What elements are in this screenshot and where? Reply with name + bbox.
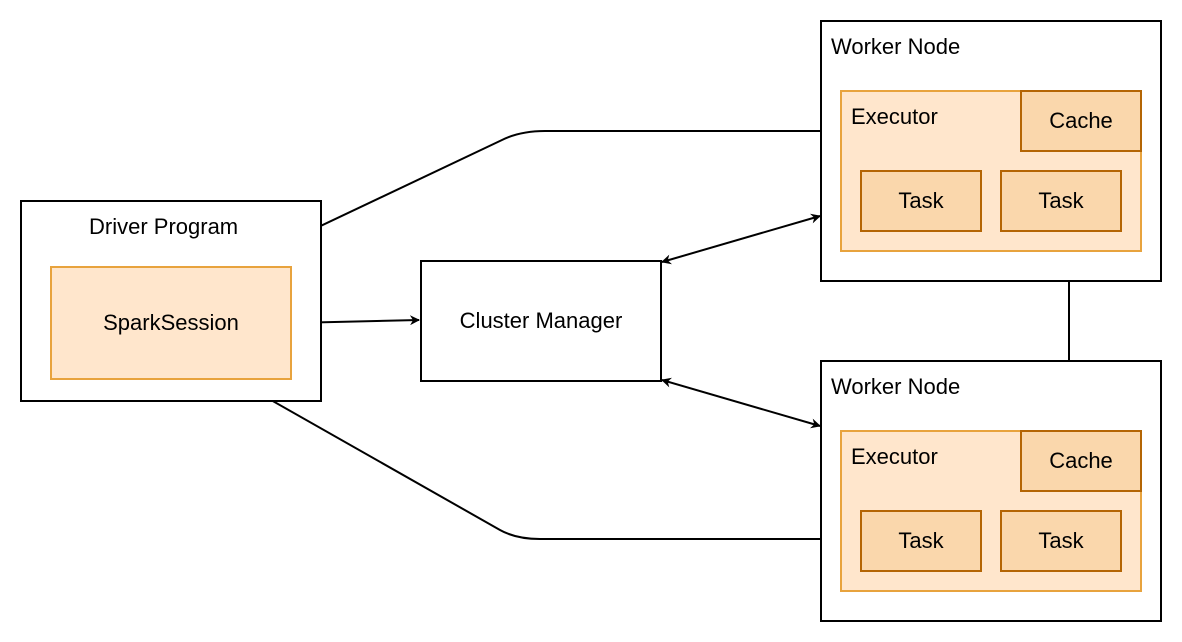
executor-2-label: Executor (851, 444, 938, 469)
arrow-session-worker1 (233, 126, 840, 268)
task-1b-label: Task (1038, 188, 1084, 213)
task-1a-box: Task (860, 170, 982, 232)
worker-node-1-title: Worker Node (831, 34, 961, 59)
task-2b-box: Task (1000, 510, 1122, 572)
cluster-manager-box: Cluster Manager (420, 260, 662, 382)
arrow-cluster-manager-worker1 (661, 213, 821, 265)
cache-1-label: Cache (1049, 108, 1113, 133)
task-1b-box: Task (1000, 170, 1122, 232)
task-1a-label: Task (898, 188, 944, 213)
cache-2-box: Cache (1020, 430, 1142, 492)
task-2b-label: Task (1038, 528, 1084, 553)
arrow-session-worker2 (233, 378, 840, 544)
cluster-manager-label: Cluster Manager (459, 308, 623, 333)
cache-2-label: Cache (1049, 448, 1113, 473)
worker-node-2-title: Worker Node (831, 374, 961, 399)
task-2a-label: Task (898, 528, 944, 553)
task-2a-box: Task (860, 510, 982, 572)
executor-1-label: Executor (851, 104, 938, 129)
arrow-cluster-manager-worker2 (661, 377, 821, 429)
spark-session-label: SparkSession (103, 310, 239, 335)
spark-session-box: SparkSession (50, 266, 292, 380)
cache-1-box: Cache (1020, 90, 1142, 152)
driver-program-title: Driver Program (89, 214, 239, 239)
